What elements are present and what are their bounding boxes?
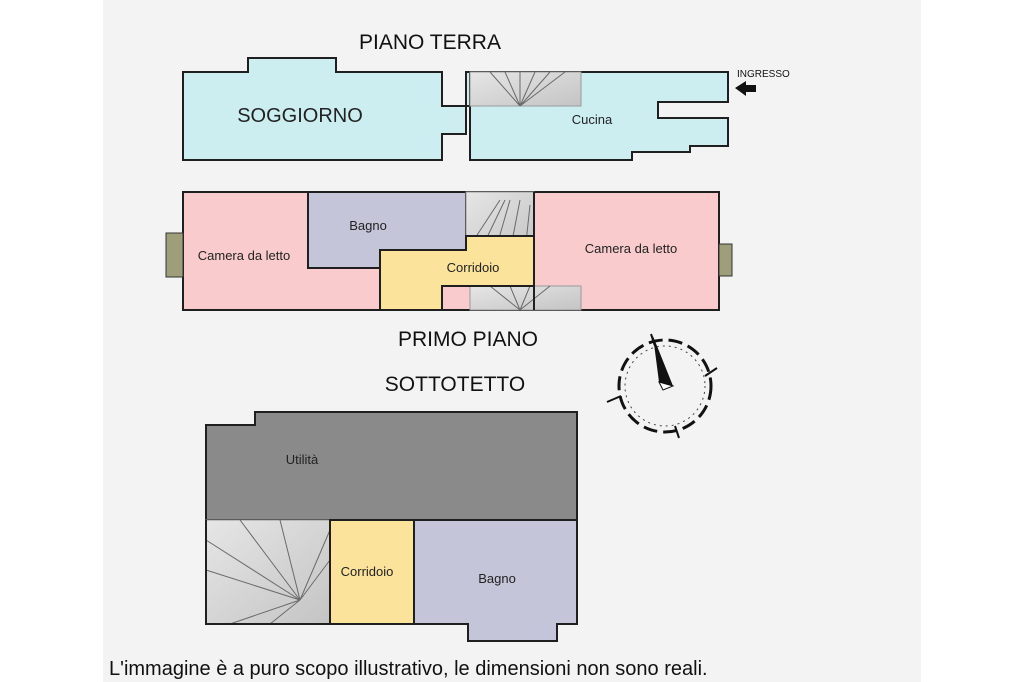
entrance-label: INGRESSO: [737, 69, 790, 80]
bedroom-right-label: Camera da letto: [585, 241, 678, 256]
attic-title: SOTTOTETTO: [385, 373, 525, 396]
compass-icon: [606, 333, 718, 439]
stairs-icon: [469, 71, 582, 107]
attic-bathroom-label: Bagno: [478, 571, 516, 586]
arrow-left-icon: [735, 81, 756, 96]
stairs-icon: [205, 519, 331, 625]
attic-corridor-label: Corridoio: [341, 564, 394, 579]
disclaimer-text: L'immagine è a puro scopo illustrativo, …: [109, 658, 708, 680]
window-right: [718, 243, 733, 277]
utility-room: [205, 411, 578, 521]
corridor-label: Corridoio: [447, 260, 500, 275]
ground-floor-title: PIANO TERRA: [359, 31, 501, 54]
window-left: [165, 232, 184, 278]
attic-outline: [205, 520, 414, 625]
utility-label: Utilità: [286, 452, 319, 467]
kitchen-label: Cucina: [572, 112, 613, 127]
attic-corridor-room: [329, 519, 415, 625]
attic-bathroom-room: [413, 519, 578, 642]
living-room: [182, 57, 471, 161]
bathroom-label: Bagno: [349, 218, 387, 233]
bedroom-left-label: Camera da letto: [198, 248, 291, 263]
first-floor-title: PRIMO PIANO: [398, 328, 538, 351]
living-room-label: SOGGIORNO: [237, 105, 363, 127]
